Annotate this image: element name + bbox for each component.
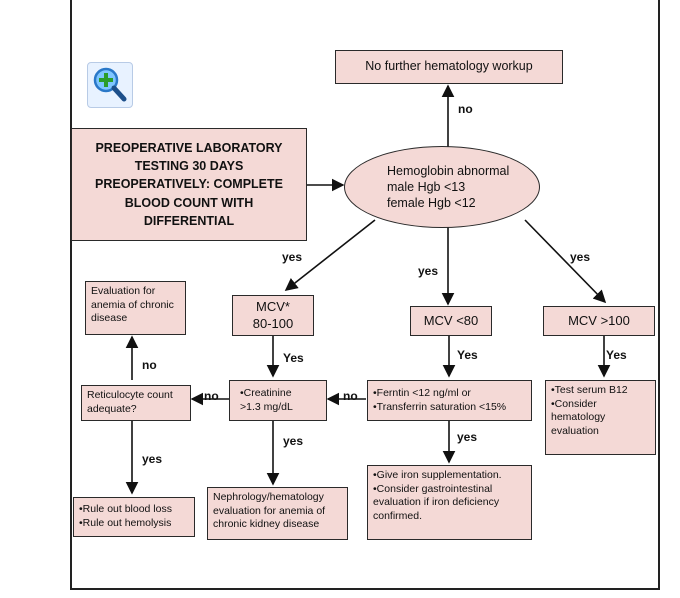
hgb-line-2: male Hgb <13 <box>387 179 466 194</box>
b12-line-1: •Test serum B12 <box>551 384 628 396</box>
label-yes-creat-down: yes <box>283 434 304 448</box>
label-no-ferr-creat: no <box>343 389 358 403</box>
node-reticulocyte-count: Reticulocyte count adequate? <box>81 385 191 421</box>
node-ferritin: •Ferntin <12 ng/ml or •Transferrin satur… <box>367 380 532 421</box>
node-mcv-high: MCV >100 <box>543 306 655 336</box>
label-no-top: no <box>458 102 473 116</box>
node-iron-supplementation: •Give iron supplementation. •Consider ga… <box>367 465 532 540</box>
node-no-further-workup: No further hematology workup <box>335 50 563 84</box>
label-yes-ferr-down: yes <box>457 430 478 444</box>
label-yes-mid: yes <box>418 264 439 278</box>
hgb-line-3: female Hgb <12 <box>387 196 476 211</box>
ferritin-line-1: •Ferntin <12 ng/ml or <box>373 386 471 399</box>
rule-out-line-1: •Rule out blood loss <box>79 503 172 516</box>
rule-out-line-2: •Rule out hemolysis <box>79 517 172 529</box>
node-hemoglobin-abnormal: Hemoglobin abnormal male Hgb <13 female … <box>344 146 540 228</box>
label-yes-mcv-low: Yes <box>457 348 478 362</box>
node-creatinine: •Creatinine >1.3 mg/dL <box>229 380 327 421</box>
node-mcv-low: MCV <80 <box>410 306 492 336</box>
mcv-normal-line-1: MCV* <box>256 299 290 315</box>
iron-line-2: •Consider gastrointestinal evaluation if… <box>373 482 500 522</box>
hgb-line-1: Hemoglobin abnormal <box>387 163 510 178</box>
node-preoperative-testing: PREOPERATIVE LABORATORY TESTING 30 DAYS … <box>71 128 307 241</box>
label-no-retic-up: no <box>142 358 157 372</box>
b12-line-2: •Consider hematology evaluation <box>551 397 606 437</box>
label-yes-right: yes <box>570 250 591 264</box>
iron-line-1: •Give iron supplementation. <box>373 469 502 481</box>
label-yes-mcv-normal: Yes <box>283 351 304 365</box>
node-mcv-normal: MCV* 80-100 <box>232 295 314 336</box>
node-nephrology: Nephrology/hematology evaluation for ane… <box>207 487 348 540</box>
node-rule-out: •Rule out blood loss •Rule out hemolysis <box>73 497 195 537</box>
node-test-b12: •Test serum B12 •Consider hematology eva… <box>545 380 656 455</box>
label-yes-mcv-high: Yes <box>606 348 627 362</box>
mcv-normal-line-2: 80-100 <box>252 315 294 331</box>
label-no-creat-retic: no <box>204 389 219 403</box>
ferritin-line-2: •Transferrin saturation <15% <box>373 400 507 413</box>
label-yes-left: yes <box>282 250 303 264</box>
creatinine-line-2: >1.3 mg/dL <box>240 400 293 413</box>
node-eval-chronic-disease: Evaluation for anemia of chronic disease <box>85 281 186 335</box>
creatinine-line-1: •Creatinine <box>240 386 292 399</box>
zoom-button[interactable] <box>87 62 133 108</box>
zoom-in-icon <box>93 67 127 102</box>
label-yes-retic-down: yes <box>142 452 163 466</box>
